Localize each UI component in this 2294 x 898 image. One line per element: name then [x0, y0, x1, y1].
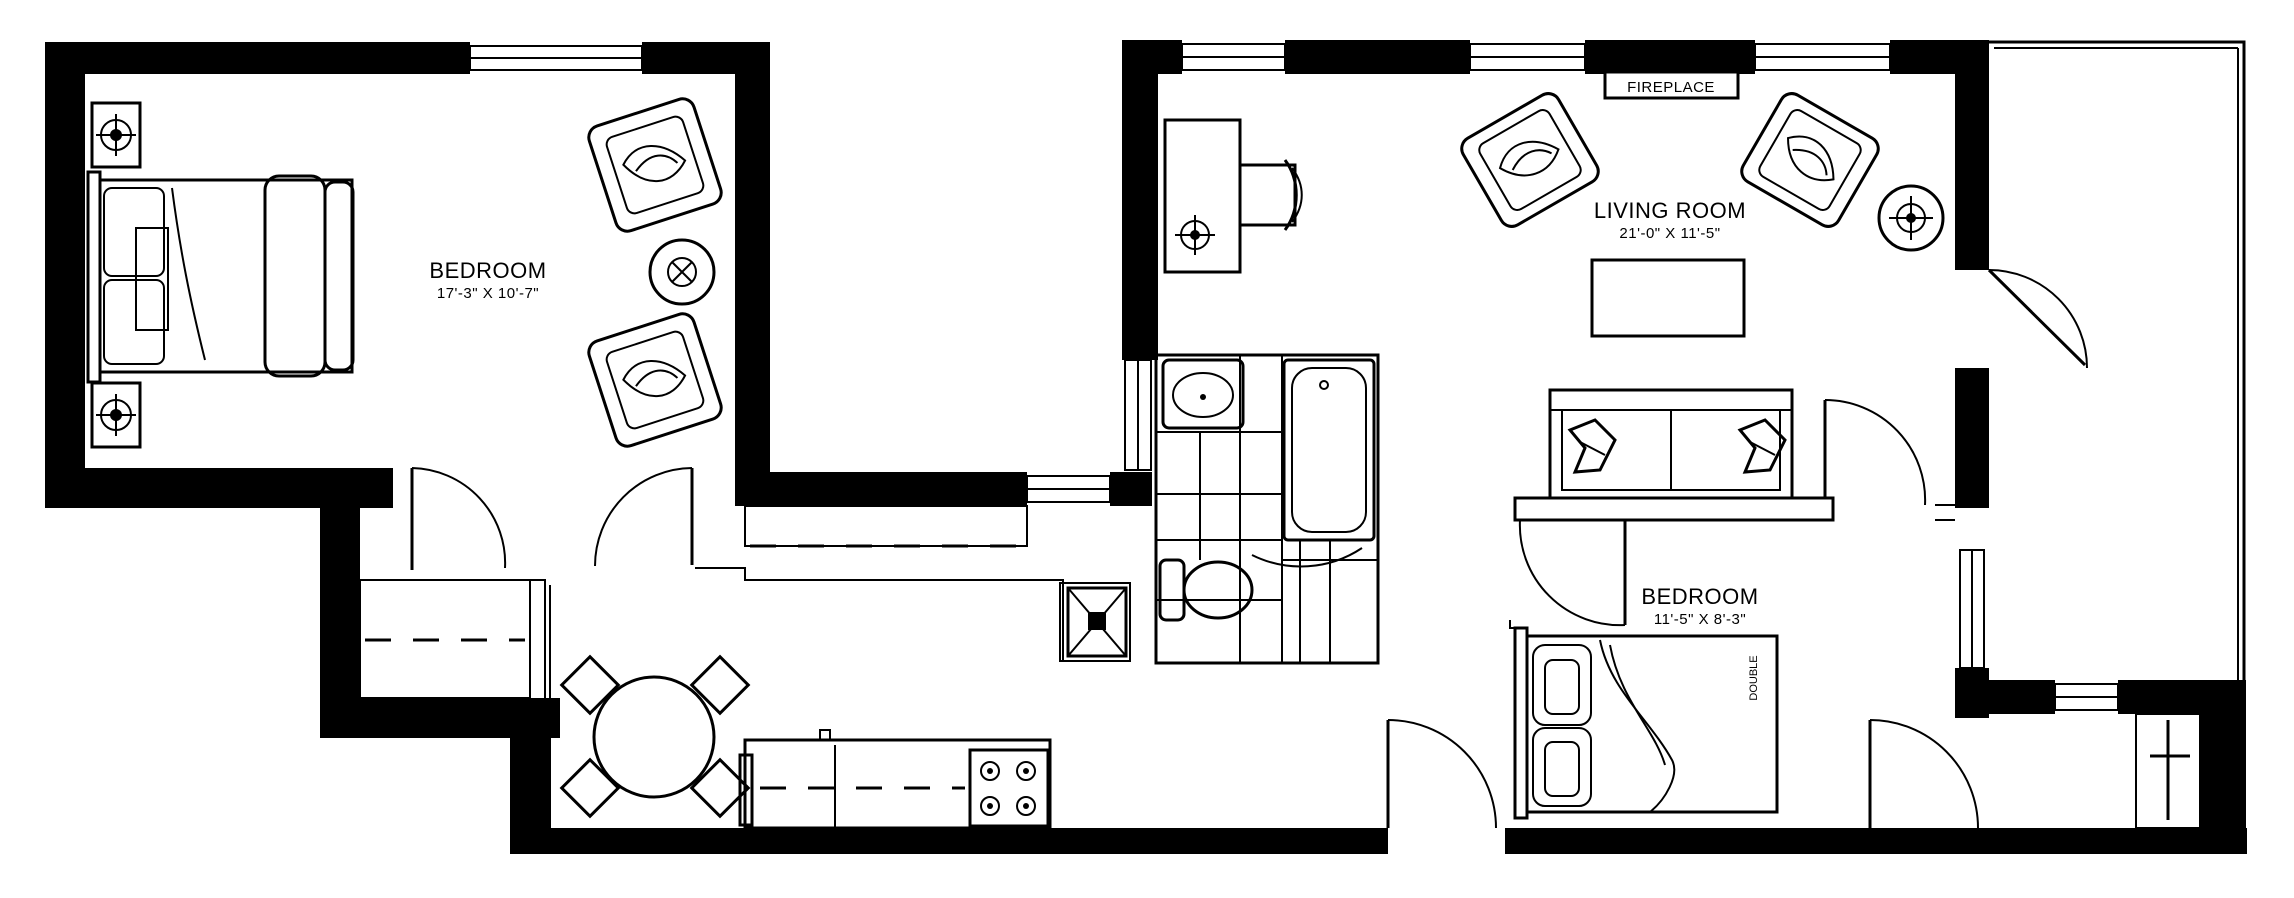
interior-lines: [359, 353, 1955, 828]
bathroom: [1156, 355, 1378, 663]
bedroom-left-name: BEDROOM: [429, 258, 546, 283]
toilet: [1158, 558, 1254, 622]
bedroom-right-dimensions: 11'-5" X 8'-3": [1654, 611, 1746, 628]
bed-size-label: DOUBLE: [1748, 655, 1760, 700]
fireplace: [1603, 70, 1740, 100]
side-table-living: [1877, 184, 1945, 252]
armchair-living-2: [1740, 92, 1880, 228]
bedroom-left-dimensions: 17'-3" X 10'-7": [437, 285, 539, 302]
armchair-living-1: [1460, 92, 1600, 228]
dining-table: [559, 654, 751, 819]
bathtub: [1282, 358, 1376, 542]
living-room: FIREPLACE: [1163, 70, 1945, 500]
walls: [45, 40, 2247, 854]
stove: [968, 748, 1050, 828]
sofa: [1548, 388, 1794, 500]
sink: [1161, 358, 1245, 430]
coffee-table: [1590, 258, 1746, 338]
nightstand-bottom: [90, 381, 142, 449]
armchair-left-2: [587, 312, 723, 448]
nightstand-top: [90, 101, 142, 169]
bed-right: DOUBLE: [1513, 626, 1779, 820]
dining-kitchen: [559, 586, 1128, 830]
side-table-left: [648, 238, 716, 306]
living-room-dimensions: 21'-0" X 11'-5": [1619, 225, 1720, 242]
bedroom-right: DOUBLE BEDROOM 11'-5" X 8'-3": [1513, 584, 1779, 820]
living-room-name: LIVING ROOM: [1594, 198, 1746, 223]
bed-left: [86, 170, 355, 384]
windows: [469, 43, 2119, 711]
bedroom-left-furniture: BEDROOM 17'-3" X 10'-7": [86, 97, 723, 449]
desk: [1163, 118, 1303, 274]
doors: [410, 268, 2088, 829]
balcony: [1989, 40, 2246, 829]
fireplace-label: FIREPLACE: [1627, 79, 1715, 96]
water-heater: [1066, 586, 1128, 658]
armchair-left-1: [587, 97, 723, 233]
bedroom-right-name: BEDROOM: [1641, 584, 1758, 609]
kitchen-counter: [738, 729, 1052, 830]
